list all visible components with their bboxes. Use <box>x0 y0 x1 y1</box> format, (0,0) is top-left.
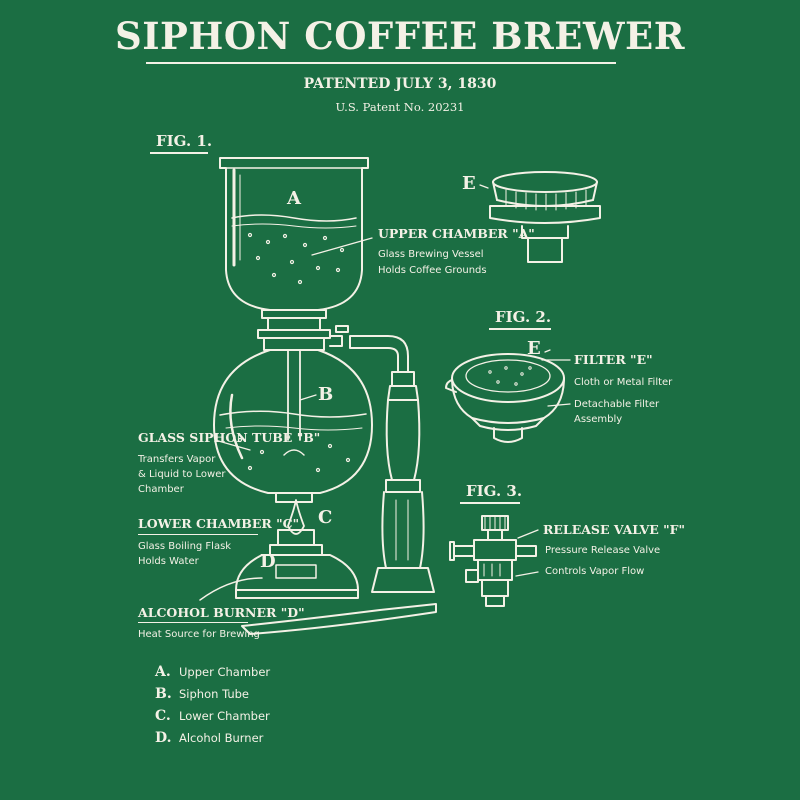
letter-c: C <box>318 507 333 528</box>
stand-pillar-drawing <box>371 371 435 593</box>
release-valve-desc-2: Controls Vapor Flow <box>545 566 645 577</box>
lower-chamber-leader <box>138 534 258 535</box>
siphon-tube-drawing <box>257 329 331 441</box>
title-underline <box>146 62 616 64</box>
legend-key: C. <box>155 708 171 724</box>
siphon-tube-label: GLASS SIPHON TUBE "B" <box>138 430 321 445</box>
legend-text: Upper Chamber <box>179 665 271 679</box>
fig2-underline <box>489 328 551 330</box>
lower-chamber-label: LOWER CHAMBER "C" <box>138 516 300 531</box>
letter-e-fig2: E <box>527 338 541 359</box>
fig1-underline <box>150 152 208 154</box>
lower-chamber-desc-2: Holds Water <box>138 556 199 567</box>
upper-chamber-desc-2: Holds Coffee Grounds <box>378 265 487 276</box>
fig3-valve-drawing <box>449 515 537 607</box>
legend-item: B. Siphon Tube <box>155 686 249 702</box>
legend-text: Alcohol Burner <box>179 731 264 745</box>
base-plate-drawing <box>241 603 437 635</box>
fig1-heading: FIG. 1. <box>156 132 213 150</box>
release-valve-desc-1: Pressure Release Valve <box>545 545 661 556</box>
fig2-heading: FIG. 2. <box>495 308 552 326</box>
fig3-leaders <box>515 529 539 577</box>
filter-desc-2: Detachable Filter <box>574 399 660 410</box>
upper-chamber-label: UPPER CHAMBER "A" <box>378 226 535 241</box>
patent-number: U.S. Patent No. 20231 <box>335 100 465 114</box>
legend-text: Lower Chamber <box>179 709 270 723</box>
letter-a: A <box>287 188 301 209</box>
release-valve-label: RELEASE VALVE "F" <box>543 522 686 537</box>
upper-chamber-drawing <box>219 157 369 331</box>
legend-item: A. Upper Chamber <box>155 664 270 680</box>
legend-key: D. <box>155 730 172 746</box>
letter-e-top: E <box>462 173 476 194</box>
fig2-leaders <box>547 403 571 407</box>
letter-b: B <box>318 384 334 405</box>
valve-arm-drawing <box>329 325 409 373</box>
fig3-underline <box>460 502 520 504</box>
fig3-heading: FIG. 3. <box>466 482 523 500</box>
lower-chamber-drawing <box>213 349 373 503</box>
siphon-tube-desc-2: & Liquid to Lower <box>138 469 226 480</box>
legend-text: Siphon Tube <box>179 687 250 701</box>
lower-chamber-desc-1: Glass Boiling Flask <box>138 541 232 552</box>
legend-item: D. Alcohol Burner <box>155 730 263 746</box>
siphon-tube-desc-3: Chamber <box>138 484 184 495</box>
filter-part-drawing <box>479 171 601 263</box>
alcohol-burner-leader <box>138 622 248 623</box>
legend-key: B. <box>155 686 172 702</box>
alcohol-burner-label: ALCOHOL BURNER "D" <box>138 605 305 620</box>
siphon-tube-desc-1: Transfers Vapor <box>138 454 216 465</box>
alcohol-burner-desc-1: Heat Source for Brewing <box>138 629 260 640</box>
filter-desc-1: Cloth or Metal Filter <box>574 377 673 388</box>
legend-key: A. <box>155 664 171 680</box>
fig2-filter-drawing <box>445 349 571 443</box>
upper-chamber-desc-1: Glass Brewing Vessel <box>378 249 484 260</box>
filter-label: FILTER "E" <box>574 352 653 367</box>
filter-desc-3: Assembly <box>574 414 623 425</box>
letter-d: D <box>260 551 276 572</box>
poster-title: SIPHON COFFEE BREWER <box>115 14 685 58</box>
fig1-leaders <box>214 237 373 451</box>
legend-item: C. Lower Chamber <box>155 708 270 724</box>
patent-date: PATENTED JULY 3, 1830 <box>303 76 497 92</box>
burner-drawing <box>199 499 359 601</box>
